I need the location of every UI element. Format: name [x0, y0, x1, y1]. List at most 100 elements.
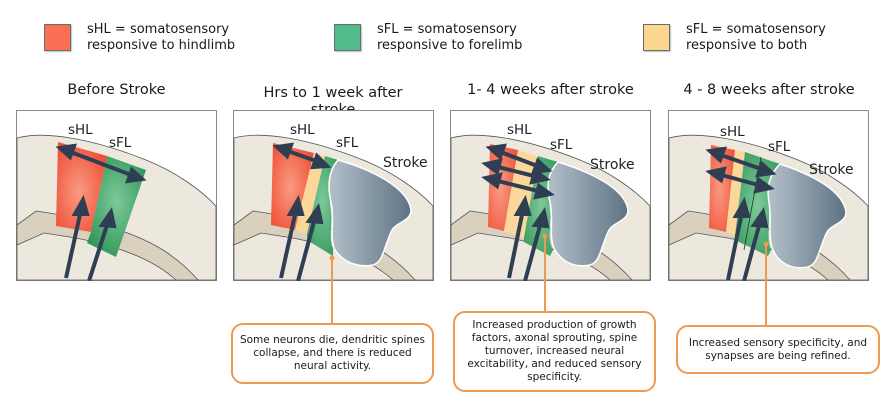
- arrowhead: [305, 203, 324, 225]
- legend-swatch-yellow: [643, 24, 670, 51]
- lateral-connection-arrow: [67, 149, 135, 178]
- callout-subacute-phase: Increased production of growth factors, …: [453, 311, 656, 392]
- legend-line1: sHL = somatosensory: [87, 22, 230, 37]
- thalamic-input-arrow: [87, 221, 110, 281]
- sfl-region: [307, 156, 338, 256]
- callout-text: Increased production of growth factors, …: [467, 319, 642, 383]
- both-region: [504, 150, 538, 238]
- arrowhead: [124, 166, 147, 184]
- label-sfl: sFL: [768, 139, 791, 155]
- label-shl: sHL: [290, 122, 315, 138]
- legend-label: sFL = somatosensory responsive to both: [686, 22, 826, 53]
- label-sfl: sFL: [336, 135, 359, 151]
- label-stroke: Stroke: [383, 155, 428, 171]
- arrowhead: [705, 146, 728, 164]
- legend-item-both: sFL = somatosensory responsive to both: [643, 22, 826, 53]
- shl-region: [56, 142, 107, 232]
- panel-1-4-weeks: sHL sFL Stroke: [450, 110, 651, 281]
- label-shl: sHL: [507, 122, 532, 138]
- label-shl: sHL: [68, 122, 93, 138]
- arrowhead: [750, 207, 769, 229]
- legend-item-forelimb: sFL = somatosensory responsive to foreli…: [334, 22, 522, 53]
- arrowhead: [71, 194, 90, 216]
- callout-leader-line: [331, 259, 333, 323]
- legend-line1: sFL = somatosensory: [377, 22, 517, 37]
- arrowhead: [533, 182, 555, 200]
- arrowhead: [529, 167, 551, 185]
- legend-line1: sFL = somatosensory: [686, 22, 826, 37]
- shl-region: [271, 143, 314, 230]
- arrowhead: [55, 143, 78, 161]
- thalamic-input-arrow: [523, 221, 543, 281]
- arrowhead: [98, 207, 117, 229]
- panel-4-8-weeks: sHL sFL Stroke: [668, 110, 869, 281]
- panel-title-4-8weeks: 4 - 8 weeks after stroke: [683, 82, 855, 98]
- stroke-region: [328, 159, 412, 267]
- arrowhead: [310, 152, 332, 170]
- thalamic-input-arrow: [742, 221, 762, 281]
- arrowhead: [272, 142, 295, 160]
- legend-label: sHL = somatosensory responsive to hindli…: [87, 22, 235, 53]
- thalamic-input-arrow: [296, 217, 317, 281]
- callout-acute-phase: Some neurons die, dendritic spines colla…: [231, 323, 434, 384]
- callout-text: Increased sensory specificity, and synap…: [688, 336, 868, 362]
- arrowhead: [513, 194, 532, 216]
- stroke-region: [547, 161, 629, 267]
- legend-label: sFL = somatosensory responsive to foreli…: [377, 22, 522, 53]
- panel-title-before: Before Stroke: [67, 82, 166, 98]
- arrowhead: [481, 172, 503, 190]
- legend-line2: responsive to both: [686, 37, 808, 53]
- callout-anchor-dot: [329, 255, 335, 261]
- lateral-connection-arrow: [497, 149, 541, 169]
- shl-region: [709, 145, 735, 232]
- callout-leader-line: [544, 237, 546, 311]
- legend-swatch-green: [334, 24, 361, 51]
- arrowhead: [530, 157, 553, 175]
- label-sfl: sFL: [109, 135, 132, 151]
- callout-anchor-dot: [763, 241, 769, 247]
- arrows: [272, 142, 332, 281]
- legend-swatch-red: [44, 24, 71, 51]
- callout-chronic-phase: Increased sensory specificity, and synap…: [676, 325, 880, 374]
- arrows: [481, 143, 555, 281]
- arrowhead: [753, 176, 775, 194]
- arrowhead: [286, 194, 305, 216]
- panel-hrs-to-1-week: sHL sFL Stroke: [233, 110, 434, 281]
- thalamic-input-arrow: [507, 209, 525, 279]
- callout-anchor-dot: [542, 233, 548, 239]
- lateral-connection-arrow: [493, 178, 543, 194]
- arrowhead: [481, 158, 503, 176]
- cortex-diagram: sHL sFL Stroke: [450, 110, 651, 281]
- thalamic-input-arrow: [726, 211, 744, 281]
- lateral-connection-arrow: [717, 172, 763, 188]
- legend-line2: responsive to forelimb: [377, 37, 523, 53]
- arrowhead: [705, 166, 727, 184]
- thalamic-input-arrow: [279, 209, 298, 279]
- arrowhead: [485, 143, 508, 161]
- label-stroke: Stroke: [809, 162, 854, 178]
- label-stroke: Stroke: [590, 157, 635, 173]
- arrows: [705, 146, 777, 281]
- panel-title-1-4weeks: 1- 4 weeks after stroke: [467, 82, 634, 98]
- arrowhead: [531, 207, 550, 229]
- thalamic-input-arrow: [64, 209, 83, 279]
- lateral-connection-arrow: [493, 164, 539, 179]
- panel-before-stroke: sHL sFL: [16, 110, 217, 281]
- label-sfl: sFL: [550, 137, 573, 153]
- lateral-connection-arrow: [717, 152, 765, 172]
- both-region: [726, 150, 745, 236]
- arrowhead: [754, 160, 777, 178]
- arrowhead: [732, 196, 751, 218]
- sfl-region: [735, 152, 780, 256]
- label-shl: sHL: [720, 124, 745, 140]
- cortex-diagram: sHL sFL: [16, 110, 217, 281]
- stroke-region: [767, 163, 847, 269]
- arrows: [55, 143, 147, 281]
- callout-leader-line: [765, 245, 767, 325]
- callout-text: Some neurons die, dendritic spines colla…: [239, 334, 426, 372]
- legend-item-hindlimb: sHL = somatosensory responsive to hindli…: [44, 22, 235, 53]
- cortex-diagram: sHL sFL Stroke: [668, 110, 869, 281]
- cortex-diagram: sHL sFL Stroke: [233, 110, 434, 281]
- lateral-connection-arrow: [284, 148, 320, 164]
- legend-line2: responsive to hindlimb: [87, 37, 236, 53]
